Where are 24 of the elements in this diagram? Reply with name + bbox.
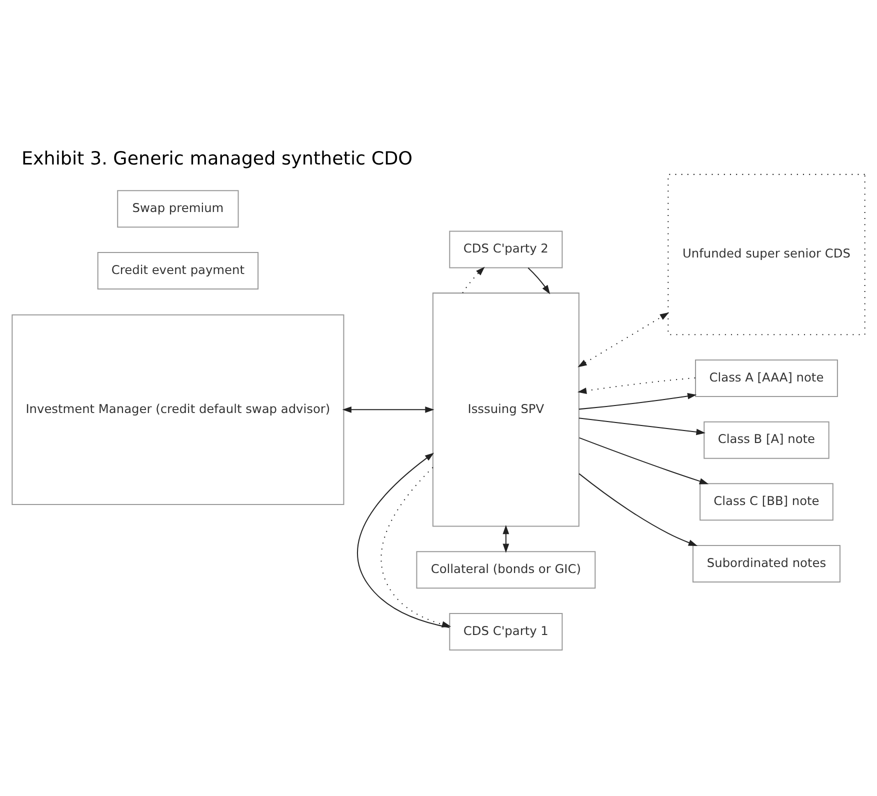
diagram-title: Exhibit 3. Generic managed synthetic CDO: [21, 148, 412, 170]
node-box: Unfunded super senior CDS: [668, 174, 866, 336]
arrow: [462, 266, 485, 294]
node-box: Isssuing SPV: [432, 292, 580, 527]
arrow: [578, 418, 706, 436]
node-box: Credit event payment: [97, 252, 259, 290]
node-box: Swap premium: [117, 190, 239, 228]
arrow: [357, 452, 450, 628]
arrow: [528, 267, 550, 294]
node-box: CDS C'party 2: [449, 230, 563, 268]
node-box: Class A [AAA] note: [695, 359, 838, 397]
arrow: [342, 406, 434, 413]
node-box: Subordinated notes: [692, 545, 840, 583]
node-box: CDS C'party 1: [449, 612, 563, 650]
node-box: Class C [BB] note: [700, 483, 834, 521]
arrow: [577, 377, 696, 394]
arrow: [579, 437, 709, 484]
arrow: [578, 392, 697, 410]
node-box: Collateral (bonds or GIC): [416, 551, 596, 589]
arrow: [502, 524, 510, 553]
node-box: Class B [A] note: [704, 421, 830, 459]
node-box: Investment Manager (credit default swap advisor): [12, 314, 344, 505]
arrow: [578, 473, 698, 546]
arrow: [578, 312, 670, 368]
